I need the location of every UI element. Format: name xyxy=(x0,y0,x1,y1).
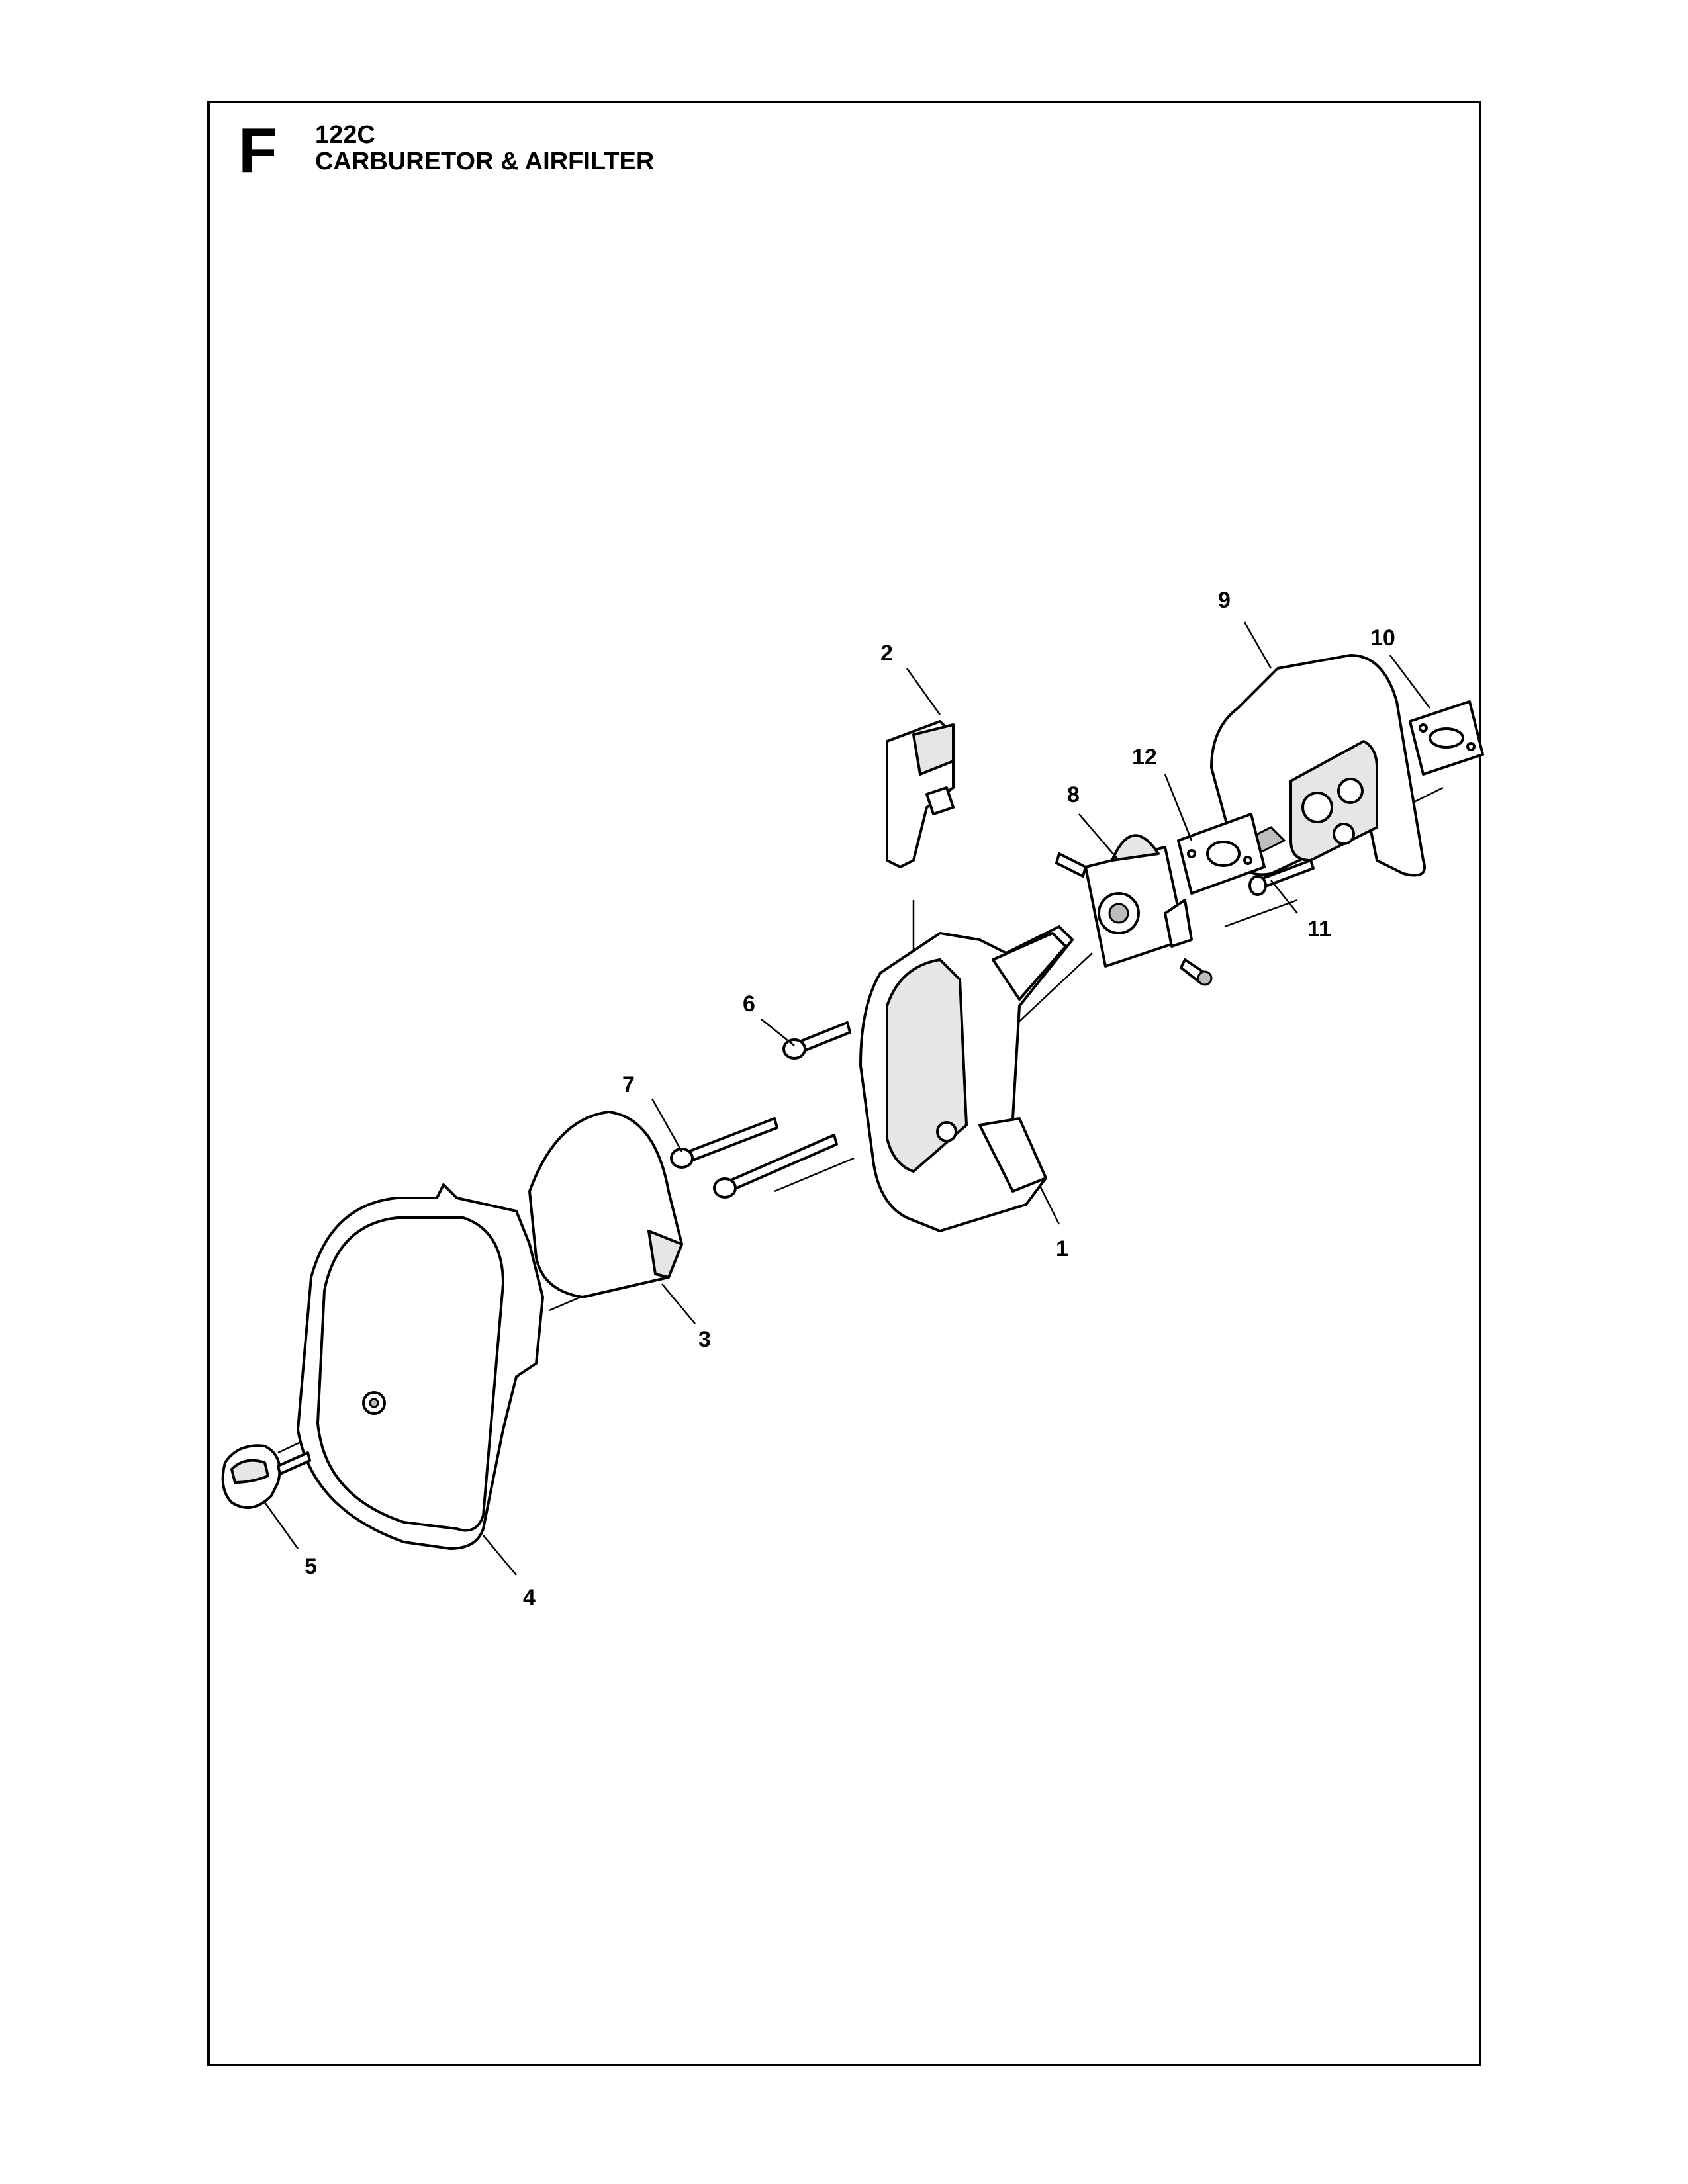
callout-11: 11 xyxy=(1307,917,1331,942)
part-9-intake-cover xyxy=(1210,654,1426,877)
part-7-screws xyxy=(670,1117,838,1199)
callout-6: 6 xyxy=(743,991,755,1017)
callout-12: 12 xyxy=(1132,745,1157,770)
callout-2: 2 xyxy=(880,641,893,666)
model-number: 122C xyxy=(315,121,375,149)
section-title: CARBURETOR & AIRFILTER xyxy=(315,148,655,175)
callout-5: 5 xyxy=(305,1554,317,1579)
callout-1: 1 xyxy=(1056,1236,1068,1261)
page-frame xyxy=(207,101,1481,2066)
callout-4: 4 xyxy=(523,1585,536,1610)
callout-leaders xyxy=(263,621,1430,1576)
callout-10: 10 xyxy=(1370,625,1395,651)
part-1-airfilter-housing xyxy=(859,925,1074,1232)
part-2-bracket xyxy=(886,720,955,868)
part-6-screw xyxy=(782,1021,851,1060)
part-12-gasket xyxy=(1177,813,1266,895)
callout-8: 8 xyxy=(1067,782,1080,807)
part-8-carburetor xyxy=(1055,834,1213,986)
callout-numbers: 1 2 3 4 5 6 7 8 9 10 11 12 xyxy=(305,588,1395,1610)
part-5-knob xyxy=(221,1444,311,1509)
part-10-gasket xyxy=(1409,700,1484,776)
callout-7: 7 xyxy=(622,1072,635,1097)
callout-9: 9 xyxy=(1218,588,1231,613)
callout-3: 3 xyxy=(698,1327,711,1352)
part-3-filter xyxy=(528,1111,683,1298)
section-letter: F xyxy=(238,115,277,186)
part-4-airfilter-cover xyxy=(297,1183,544,1550)
